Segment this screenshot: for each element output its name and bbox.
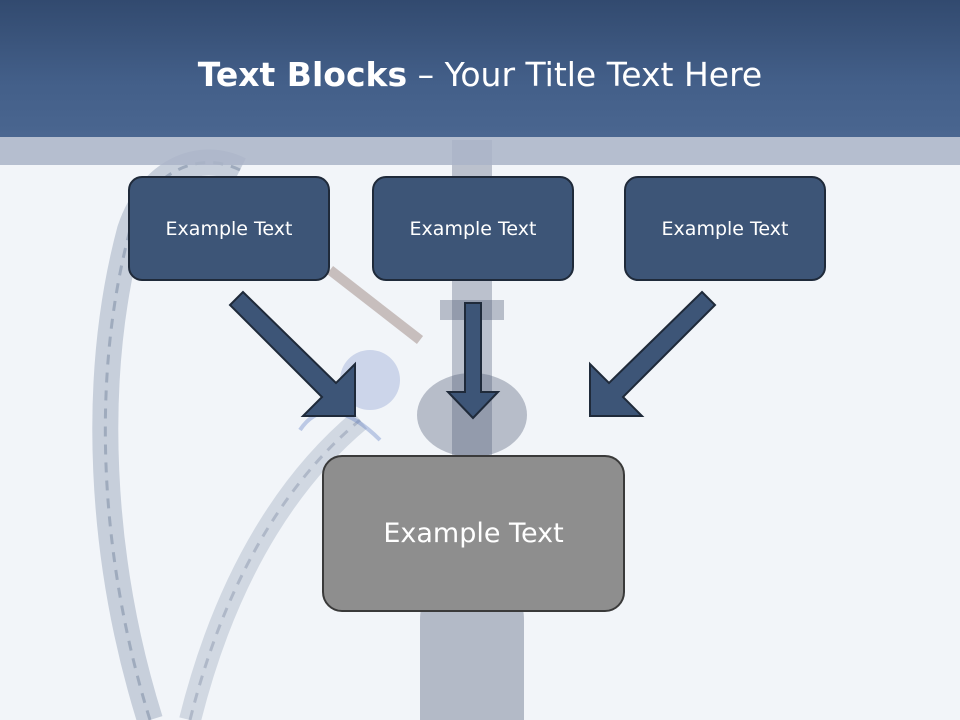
arrow-center: [445, 302, 501, 420]
title-bold-part: Text Blocks: [197, 55, 408, 94]
text-block-2[interactable]: Example Text: [372, 176, 574, 281]
text-block-1-label: Example Text: [165, 217, 293, 240]
title-bar: [0, 0, 960, 137]
text-block-2-label: Example Text: [409, 217, 537, 240]
slide-title: Text Blocks – Your Title Text Here: [0, 52, 960, 98]
arrow-right: [589, 290, 717, 417]
arrow-left: [228, 290, 356, 417]
title-separator: –: [407, 55, 445, 94]
title-bar-band: [0, 137, 960, 165]
text-block-1[interactable]: Example Text: [128, 176, 330, 281]
title-regular-part: Your Title Text Here: [444, 55, 763, 94]
text-block-3-label: Example Text: [661, 217, 789, 240]
text-block-result[interactable]: Example Text: [322, 455, 625, 612]
text-block-result-label: Example Text: [383, 518, 564, 549]
text-block-3[interactable]: Example Text: [624, 176, 826, 281]
